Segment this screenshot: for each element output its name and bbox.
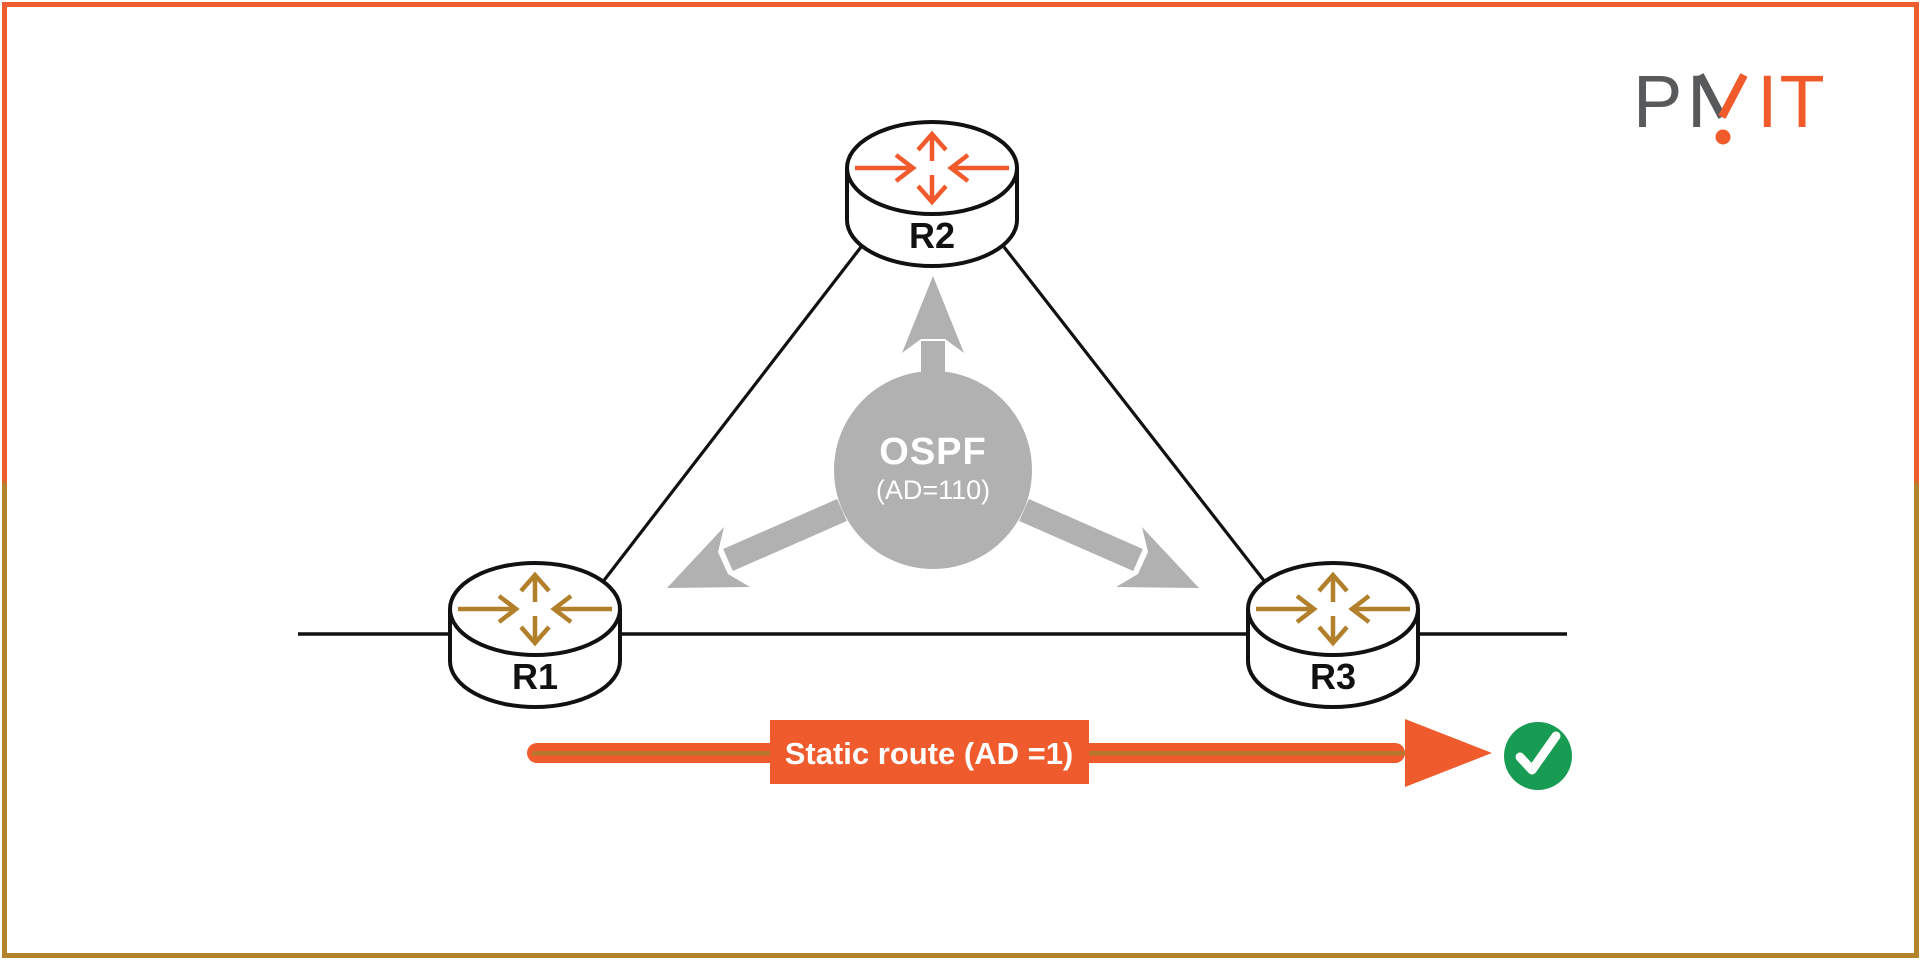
router-r2: R2 (845, 120, 1019, 268)
router-label: R2 (909, 215, 955, 256)
logo-v-right-stroke (1718, 73, 1748, 119)
ospf-arrow-left-head (667, 527, 750, 588)
checkmark-icon (1515, 731, 1561, 775)
ospf-arrow-left-shaft (723, 499, 847, 571)
ospf-circle (834, 371, 1032, 569)
router-top (845, 120, 1019, 216)
router-r3: R3 (1246, 561, 1420, 709)
static-route-label-box (770, 720, 1089, 784)
logo-v-left-stroke (1696, 73, 1726, 119)
ospf-hub: OSPF (AD=110) (667, 276, 1199, 588)
ospf-arrow-right-head (1116, 527, 1199, 588)
router-label: R3 (1310, 656, 1356, 697)
router-arrows-icon (1256, 571, 1410, 647)
status-check (1504, 722, 1572, 790)
ospf-arrow-up-head (902, 276, 964, 353)
static-route-arrowhead (1405, 719, 1492, 787)
pivit-logo: PI IT (1633, 60, 1827, 145)
link-r2-r3 (1002, 246, 1285, 606)
router-arrows-icon (855, 130, 1009, 206)
router-top (1246, 561, 1420, 657)
router-r1: R1 (448, 561, 622, 709)
static-route-arrow: Static route (AD =1) (527, 719, 1492, 787)
router-label: R1 (512, 656, 558, 697)
static-route-label: Static route (AD =1) (785, 736, 1074, 771)
logo-dot (1715, 129, 1731, 145)
router-arrows-icon (458, 571, 612, 647)
ospf-title: OSPF (879, 431, 986, 473)
logo-letters-pi: PI (1633, 60, 1711, 143)
ospf-arrow-right-shaft (1019, 499, 1143, 571)
link-r2-r1 (583, 246, 863, 606)
ospf-ad-value: (AD=110) (876, 475, 990, 505)
logo-letters-it: IT (1757, 60, 1827, 143)
router-top (448, 561, 622, 657)
